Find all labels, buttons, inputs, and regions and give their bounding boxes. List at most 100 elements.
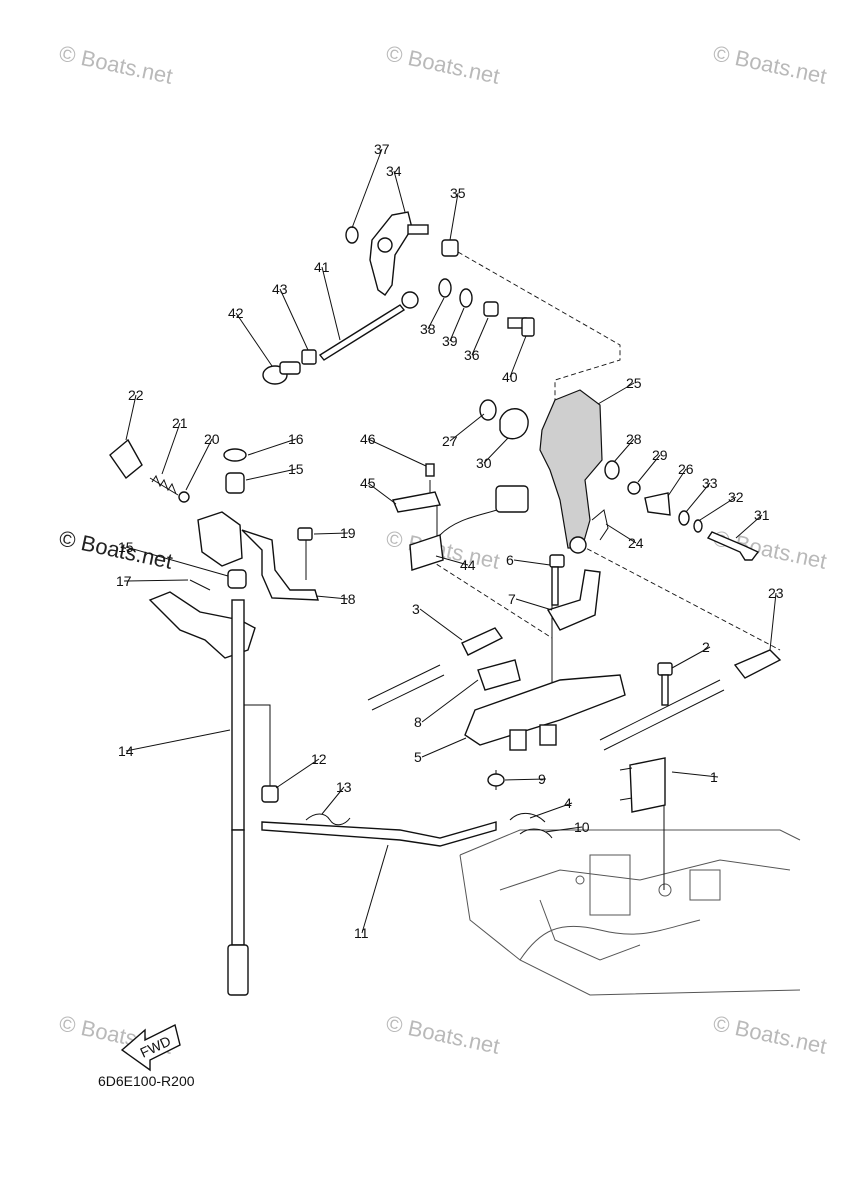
part-callout-27: 27 <box>442 433 458 449</box>
callout-leader <box>435 555 469 566</box>
part-callout-25: 25 <box>626 375 642 391</box>
callout-leader <box>161 422 181 475</box>
callout-leader <box>313 532 349 535</box>
part-callout-12: 12 <box>311 751 327 767</box>
parts: FWD <box>109 211 782 1072</box>
watermark: © Boats.net <box>384 40 502 88</box>
part-callout-11: 11 <box>354 925 369 941</box>
callout-leader <box>185 438 213 491</box>
callout-leader <box>605 523 637 544</box>
part-callout-28: 28 <box>626 431 642 447</box>
callout-leader <box>685 482 711 513</box>
part-callout-10: 10 <box>574 819 590 835</box>
part-callout-39: 39 <box>442 333 458 349</box>
callout-leader <box>504 778 547 781</box>
callout-leader <box>515 598 553 611</box>
part-callout-44: 44 <box>460 557 476 573</box>
part-callout-34: 34 <box>386 163 402 179</box>
callout-leader <box>123 579 189 582</box>
fwd-arrow: FWD <box>120 1023 181 1072</box>
callout-leader <box>279 288 309 351</box>
callout-leader <box>321 786 345 815</box>
callout-leader <box>235 312 273 367</box>
part-callout-23: 23 <box>768 585 784 601</box>
callout-leader <box>367 482 397 505</box>
part-callout-18: 18 <box>340 591 356 607</box>
callout-leader <box>449 307 465 342</box>
part-callout-33: 33 <box>702 475 718 491</box>
callout-leader <box>699 496 737 521</box>
callout-leader <box>509 335 527 378</box>
callout-leader <box>671 771 719 778</box>
watermark: © Boats.net <box>384 1010 502 1058</box>
part-callout-15: 15 <box>118 539 134 555</box>
part-callout-1: 1 <box>710 769 718 785</box>
watermark: © Boats.net <box>711 525 829 573</box>
part-callout-7: 7 <box>508 591 516 607</box>
part-callout-13: 13 <box>336 779 352 795</box>
engine-housing <box>459 829 801 996</box>
callout-leader <box>393 170 406 213</box>
callout-leader <box>421 679 479 723</box>
callout-leader <box>667 468 687 497</box>
part-callout-46: 46 <box>360 431 376 447</box>
part-callout-3: 3 <box>412 601 420 617</box>
callout-leader <box>449 192 459 241</box>
part-callout-37: 37 <box>374 141 390 157</box>
part-callout-17: 17 <box>116 573 132 589</box>
part-callout-8: 8 <box>414 714 422 730</box>
callout-leader <box>529 802 573 819</box>
part-callout-21: 21 <box>172 415 188 431</box>
callout-leader <box>125 394 137 441</box>
part-callout-38: 38 <box>420 321 436 337</box>
part-callout-40: 40 <box>502 369 518 385</box>
part-callout-43: 43 <box>272 281 288 297</box>
part-callout-29: 29 <box>652 447 668 463</box>
part-callout-24: 24 <box>628 535 644 551</box>
leader-lines <box>232 251 781 890</box>
callout-leader <box>321 266 341 341</box>
watermarks: © Boats.net © Boats.net © Boats.net © Bo… <box>57 40 829 1058</box>
callout-leader <box>419 608 463 641</box>
callout-leader <box>315 595 349 600</box>
callout-leader <box>367 438 427 467</box>
part-callout-16: 16 <box>288 431 304 447</box>
part-callout-4: 4 <box>564 795 572 811</box>
part-callout-31: 31 <box>754 507 770 523</box>
callout-leader <box>245 468 297 481</box>
part-callout-19: 19 <box>340 525 356 541</box>
part-callout-26: 26 <box>678 461 694 477</box>
part-callout-15: 15 <box>288 461 304 477</box>
part-callout-6: 6 <box>506 552 514 568</box>
watermark: © Boats.net <box>57 40 175 88</box>
callout-leader <box>125 546 229 577</box>
part-callout-35: 35 <box>450 185 466 201</box>
diagram-code: 6D6E100-R200 <box>98 1073 195 1089</box>
watermark-dark: © Boats.net <box>57 525 175 573</box>
part-callout-14: 14 <box>118 743 134 759</box>
part-callout-9: 9 <box>538 771 546 787</box>
callout-leader <box>597 382 635 405</box>
callout-leader <box>544 826 583 833</box>
callout-leader <box>351 148 383 229</box>
part-callout-2: 2 <box>702 639 710 655</box>
watermark: © Boats.net <box>711 40 829 88</box>
callout-leader <box>449 413 485 442</box>
callout-leader <box>361 844 389 934</box>
callout-leader <box>613 438 635 463</box>
part-callout-32: 32 <box>728 489 744 505</box>
part-callout-45: 45 <box>360 475 376 491</box>
callout-leader <box>735 514 763 539</box>
part-callout-41: 41 <box>314 259 330 275</box>
callout-leader <box>513 559 551 566</box>
callout-leader <box>427 297 445 330</box>
watermark: © Boats.net <box>711 1010 829 1058</box>
callout-leader <box>421 737 467 758</box>
callout-leader <box>125 729 231 752</box>
part-callouts: 1234567891011121314151516171819202122232… <box>116 141 784 941</box>
callout-leader <box>483 437 509 464</box>
callout-leader <box>769 592 777 651</box>
callout-leader <box>471 317 489 356</box>
part-callout-20: 20 <box>204 431 220 447</box>
